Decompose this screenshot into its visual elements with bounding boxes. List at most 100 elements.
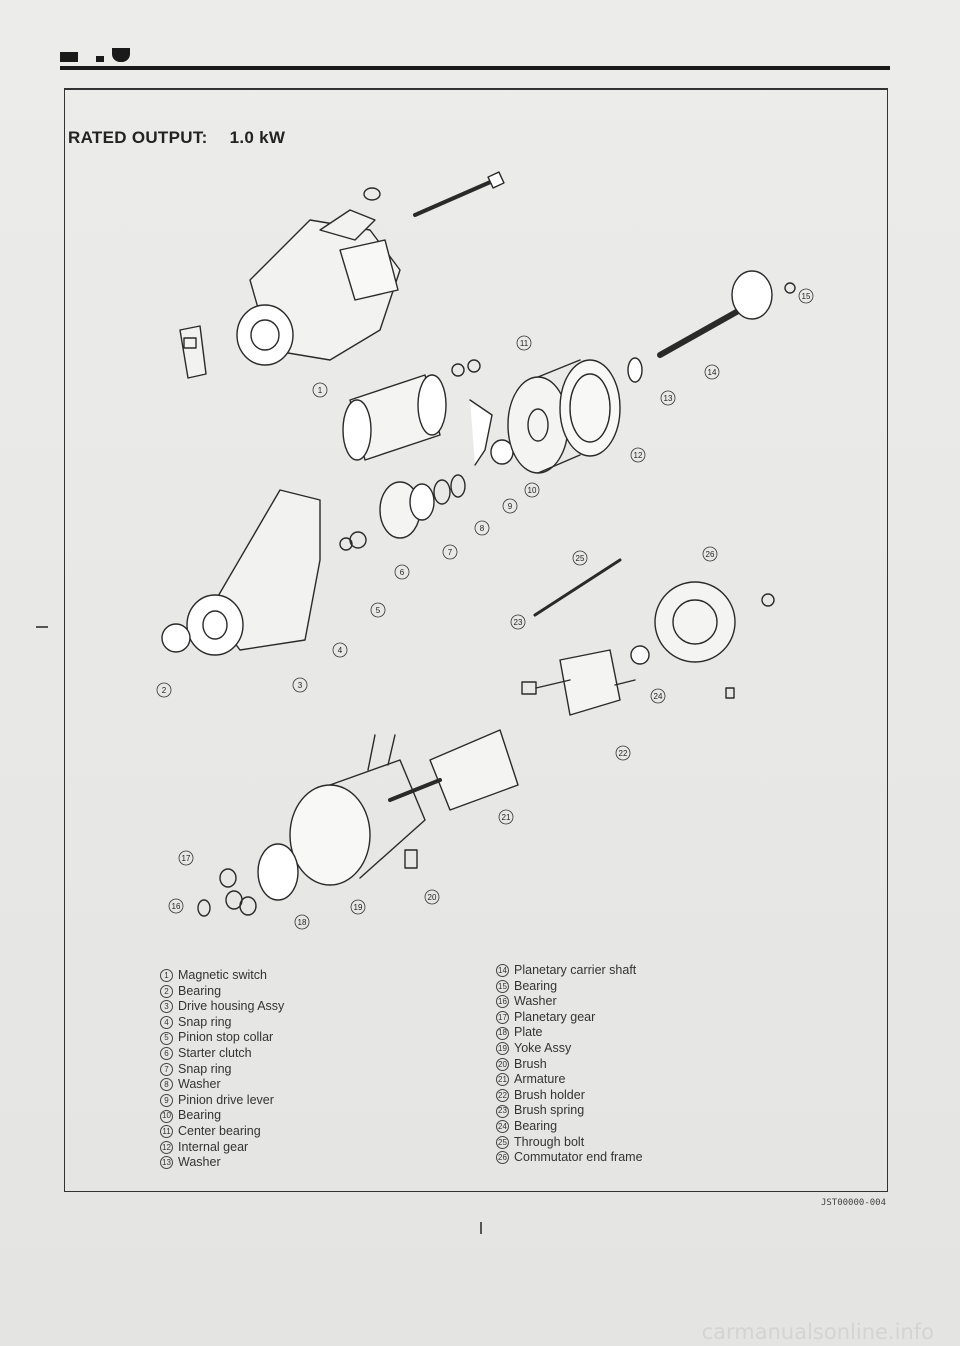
legend-text: Planetary carrier shaft: [514, 963, 637, 977]
legend-number: 22: [496, 1089, 509, 1103]
legend-text: Armature: [514, 1072, 566, 1087]
figure-frame: [64, 88, 888, 1192]
legend-item: 14 Planetary carrier shaft: [496, 963, 643, 979]
diagram-callout-number: 2: [162, 686, 167, 695]
legend-number: 1: [160, 969, 173, 983]
legend-text: Bearing: [178, 983, 222, 998]
rated-output-label: RATED OUTPUT:: [68, 128, 208, 147]
legend-number: 26: [496, 1151, 509, 1165]
legend-number: 15: [496, 979, 509, 993]
legend-number: 6: [160, 1047, 173, 1061]
diagram-callout-number: 26: [706, 550, 715, 559]
legend-item: 20 Brush: [496, 1057, 643, 1073]
legend-number: 18: [496, 1026, 509, 1040]
legend-number: 8: [160, 1078, 173, 1092]
starter-exploded-diagram: 1234567891011121314151617181920212223242…: [156, 171, 814, 930]
legend-item: 16 Washer: [496, 994, 643, 1010]
callout-markers: [156, 288, 814, 930]
diagram-callout-number: 10: [528, 486, 537, 495]
legend-text: Yoke Assy: [514, 1040, 572, 1055]
diagram-callout-number: 11: [520, 339, 529, 348]
legend-text: Bearing: [514, 978, 558, 993]
legend-text: Internal gear: [178, 1139, 249, 1154]
assembled-starter-illustration: [179, 187, 401, 379]
legend-text: Bearing: [514, 1118, 558, 1133]
legend-item: 19 Yoke Assy: [496, 1041, 643, 1057]
legend-item: 13 Washer: [160, 1155, 284, 1171]
legend-item: 24 Bearing: [496, 1119, 643, 1135]
legend-item: 9 Pinion drive lever: [160, 1093, 284, 1109]
legend-item: 1 Magnetic switch: [160, 968, 284, 984]
diagram-callout-number: 1: [318, 386, 323, 395]
legend-text: Commutator end frame: [514, 1150, 643, 1165]
diagram-callout-number: 16: [172, 902, 181, 911]
diagram-callout-number: 14: [708, 368, 717, 377]
legend-item: 2 Bearing: [160, 984, 284, 1000]
diagram-callout-number: 17: [182, 854, 191, 863]
legend-text: Snap ring: [178, 1061, 232, 1076]
yoke-illustration: [289, 734, 426, 886]
diagram-callout-number: 9: [508, 502, 513, 511]
diagram-callout-number: 4: [338, 646, 343, 655]
legend-text: Washer: [178, 1155, 221, 1170]
legend-number: 19: [496, 1042, 509, 1056]
diagram-callout-number: 12: [634, 451, 643, 460]
watermark-text: carmanualsonline.info: [701, 1320, 934, 1344]
legend-text: Pinion drive lever: [178, 1092, 274, 1107]
legend-text: Plate: [514, 1025, 543, 1040]
legend-number: 20: [496, 1057, 509, 1071]
legend-number: 23: [496, 1104, 509, 1118]
legend-item: 23 Brush spring: [496, 1103, 643, 1119]
scan-mark: [36, 626, 48, 628]
legend-number: 25: [496, 1135, 509, 1149]
diagram-callout-number: 8: [480, 524, 485, 533]
scan-mark: [480, 1222, 482, 1234]
legend-text: Snap ring: [178, 1014, 232, 1029]
diagram-callout-number: 22: [619, 749, 628, 758]
legend-text: Washer: [514, 994, 557, 1009]
legend-item: 6 Starter clutch: [160, 1046, 284, 1062]
legend-text: Brush: [514, 1056, 547, 1071]
rated-output-value: 1.0 kW: [229, 128, 286, 147]
brush-holder-illustration: [521, 649, 636, 716]
legend-item: 25 Through bolt: [496, 1135, 643, 1151]
diagram-callout-number: 25: [576, 554, 585, 563]
legend-number: 5: [160, 1031, 173, 1045]
legend-item: 18 Plate: [496, 1025, 643, 1041]
legend-number: 9: [160, 1094, 173, 1108]
legend-text: Bearing: [178, 1108, 222, 1123]
legend-number: 24: [496, 1120, 509, 1134]
legend-text: Drive housing Assy: [178, 999, 285, 1014]
diagram-callout-number: 3: [298, 681, 303, 690]
legend-number: 14: [496, 964, 509, 978]
diagram-callout-number: 13: [664, 394, 673, 403]
legend-item: 26 Commutator end frame: [496, 1150, 643, 1166]
drive-housing-illustration: [161, 489, 321, 656]
legend-number: 2: [160, 984, 173, 998]
legend-number: 11: [160, 1125, 173, 1139]
legend-text: Brush spring: [514, 1103, 585, 1118]
legend-text: Starter clutch: [178, 1045, 252, 1060]
legend-number: 3: [160, 1000, 173, 1014]
diagram-callout-number: 19: [354, 903, 363, 912]
legend-number: 12: [160, 1140, 173, 1154]
legend-number: 17: [496, 1011, 509, 1025]
diagram-callout-number: 21: [502, 813, 511, 822]
legend-text: Magnetic switch: [178, 968, 267, 982]
header-rule: [60, 66, 890, 70]
armature-illustration: [388, 729, 519, 811]
diagram-callout-number: 20: [428, 893, 437, 902]
diagram-callout-number: 7: [448, 548, 453, 557]
legend-item: 12 Internal gear: [160, 1140, 284, 1156]
legend-text: Through bolt: [514, 1134, 585, 1149]
diagram-callout-number: 23: [514, 618, 523, 627]
legend-number: 13: [160, 1156, 173, 1170]
diagram-callout-number: 24: [654, 692, 663, 701]
legend-number: 16: [496, 995, 509, 1009]
